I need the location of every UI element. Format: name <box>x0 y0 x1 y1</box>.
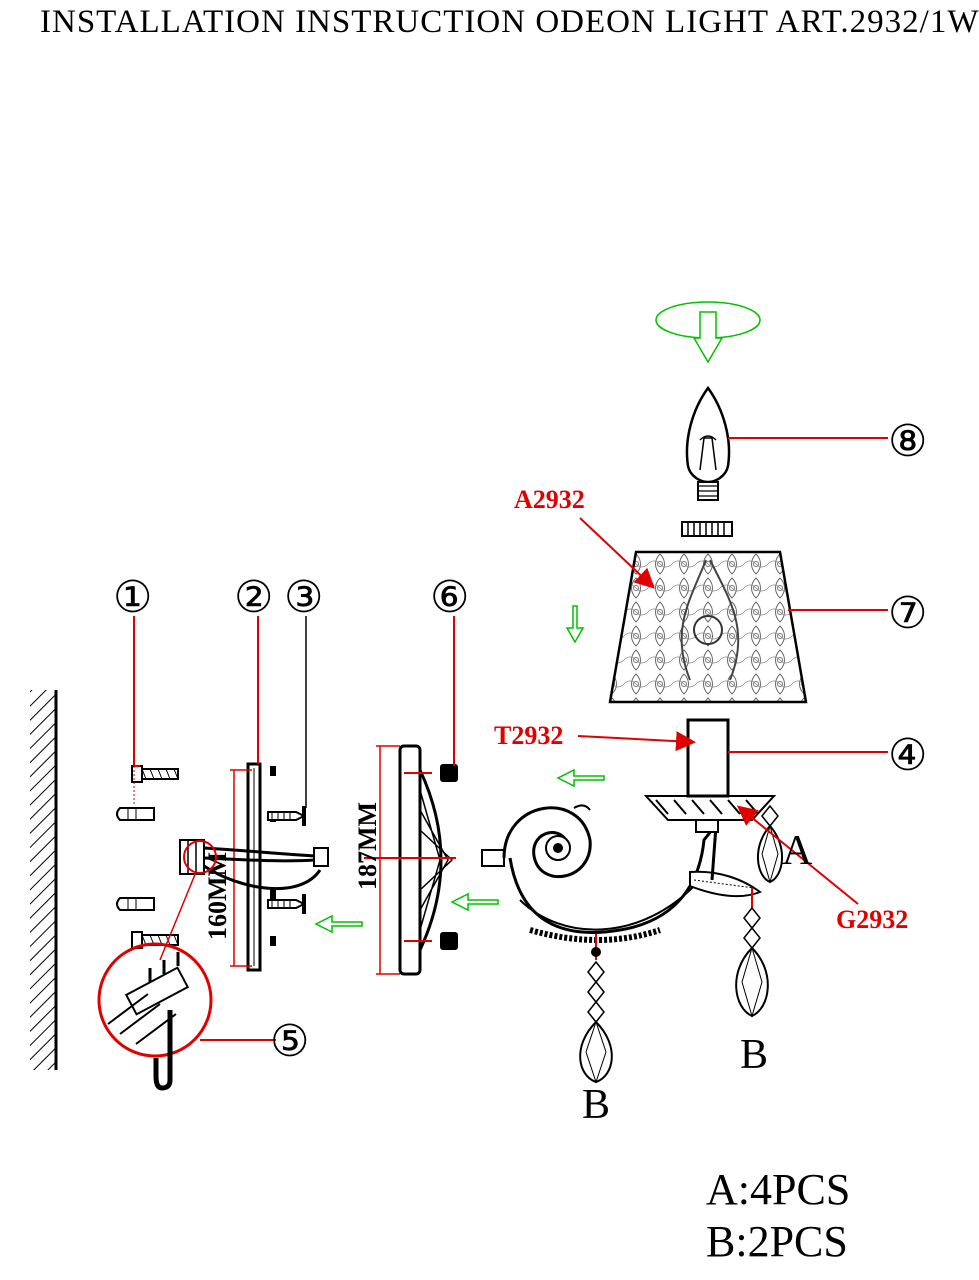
letter-b-left: B <box>582 1082 610 1128</box>
crystal-chain-b-left <box>579 934 613 1084</box>
canopy-dimension-label: 187MM <box>353 802 382 890</box>
left-arrow-icon <box>314 914 363 934</box>
screws <box>267 806 307 914</box>
terminal-block <box>97 839 329 1091</box>
code-g2932: G2932 <box>836 905 908 934</box>
part-label-6: ⑥ <box>430 573 469 622</box>
code-a2932: A2932 <box>514 485 585 514</box>
lampshade <box>608 550 888 704</box>
wall <box>30 690 58 1070</box>
part-label-2: ② <box>234 573 273 622</box>
page-title: INSTALLATION INSTRUCTION ODEON LIGHT ART… <box>40 4 979 40</box>
bolts-and-wall-plugs <box>116 765 179 949</box>
canopy-dimension <box>376 745 400 975</box>
candle-sleeve <box>686 718 888 798</box>
rotation-arrow-icon <box>655 301 761 364</box>
left-arrow-icon <box>556 768 605 788</box>
part-label-7: ⑦ <box>888 589 927 638</box>
wall-canopy <box>364 744 458 976</box>
bracket-dimension-label: 160MM <box>203 852 232 940</box>
bracket-dimension <box>230 769 252 967</box>
mounting-bracket <box>246 762 276 972</box>
quantity-b: B:2PCS <box>706 1217 848 1266</box>
candle-cup <box>643 795 777 833</box>
shade-ring <box>681 521 733 537</box>
part-label-1: ① <box>113 573 152 622</box>
assembly-arrows <box>314 605 605 934</box>
light-bulb <box>685 385 888 501</box>
part-label-4: ④ <box>888 731 927 780</box>
code-leaders <box>577 517 859 905</box>
part-label-5: ⑤ <box>270 1017 309 1066</box>
letter-a: A <box>782 828 813 874</box>
part-label-8: ⑧ <box>888 417 927 466</box>
left-arrow-icon <box>450 892 499 912</box>
part-leaders <box>133 616 455 808</box>
letter-b-right: B <box>740 1032 768 1078</box>
crystal-a <box>756 804 784 884</box>
quantity-a: A:4PCS <box>706 1165 851 1214</box>
crystal-chain-b-right <box>735 888 769 1018</box>
code-t2932: T2932 <box>494 721 563 750</box>
down-arrow-icon <box>565 605 585 644</box>
part-label-3: ③ <box>284 573 323 622</box>
